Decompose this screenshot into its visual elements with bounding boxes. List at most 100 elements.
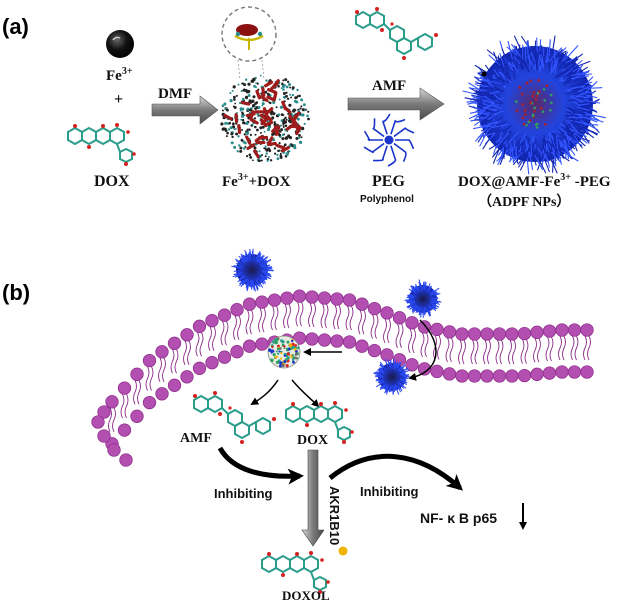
lipid-tail (512, 339, 516, 365)
np-inner-dot (540, 106, 543, 110)
peg-arm (393, 127, 415, 138)
np-peg-strand (558, 56, 569, 70)
cluster-dot (289, 344, 293, 348)
cluster-dot (286, 356, 290, 360)
lipid-tail (245, 309, 250, 335)
np-small-strand (264, 274, 272, 278)
np-peg-strand (475, 126, 488, 142)
np-small-strand (423, 281, 426, 288)
np-peg-strand (519, 154, 529, 171)
np-small-strand (374, 371, 382, 375)
np-inner-dot (536, 92, 540, 95)
np-small-strand (262, 263, 267, 266)
lipid-head-outer (567, 323, 582, 337)
aggregate-dot (254, 102, 257, 105)
aggregate-dot (231, 89, 234, 92)
np-peg-strand (541, 152, 550, 173)
np-small-strand (383, 366, 386, 370)
aggregate-dot (245, 131, 249, 135)
cluster-dot (286, 352, 290, 356)
peg-polyphenol-icon (363, 113, 415, 167)
np-inner-dot (545, 84, 549, 88)
aggregate-dot (293, 144, 297, 148)
np-small-strand (430, 290, 435, 294)
np-peg-strand (488, 54, 501, 66)
lipid-tail (370, 314, 375, 339)
np-small-strand (388, 362, 391, 368)
np-peg-strand (497, 142, 508, 156)
lipid-tail (137, 380, 141, 405)
fe-dox-aggregate (220, 74, 310, 162)
doxol-label: DOXOL (282, 588, 330, 603)
np-small-strand (427, 283, 431, 288)
aggregate-dot (264, 155, 267, 158)
np-peg-strand (562, 69, 572, 77)
np-small-strand (261, 274, 267, 279)
np-peg-strand (472, 98, 483, 105)
amf-arrow (347, 87, 445, 121)
peg-core (384, 135, 394, 145)
np-inner-dot (535, 126, 539, 129)
np-peg-strand (570, 75, 590, 80)
np-peg-strand (526, 41, 530, 59)
np-peg-strand (585, 117, 600, 133)
cluster-dot (280, 351, 283, 355)
lipid-tail (549, 336, 554, 362)
np-peg-strand (485, 110, 502, 121)
lipid-head-cap (97, 429, 111, 443)
np-peg-strand (542, 146, 546, 159)
aggregate-dox-rod (234, 113, 239, 124)
inhibiting-2-label: Inhibiting (360, 484, 419, 499)
lipid-head-inner (567, 365, 582, 379)
lipid-head-outer (530, 325, 544, 339)
np-peg-strand (549, 58, 558, 75)
aggregate-dot (285, 136, 289, 139)
np-inner-dot (515, 109, 519, 112)
aggregate-dox-rod (264, 80, 274, 88)
np-small-strand (264, 259, 271, 264)
lipid-head-cap (107, 443, 121, 457)
cluster-dot (285, 364, 289, 368)
lipid-head-outer (380, 306, 394, 320)
np-small-strand (398, 367, 403, 371)
lipid-head-inner (342, 335, 357, 349)
np-small-strand (261, 280, 265, 285)
aggregate-dox-rod (281, 100, 288, 111)
np-peg-strand (520, 134, 526, 143)
fe-dox-label: Fe3++DOX (222, 172, 291, 190)
aggregate-dot (231, 122, 235, 126)
np-peg-strand (491, 80, 501, 85)
np-inner-dot (522, 122, 526, 126)
aggregate-dot (243, 122, 246, 125)
aggregate-dot (299, 140, 303, 144)
cell-membrane (91, 289, 594, 467)
np-peg-strand (556, 50, 567, 58)
np-peg-strand (587, 90, 597, 97)
np-peg-strand (474, 113, 482, 120)
lipid-tail (437, 335, 441, 360)
aggregate-dot (246, 155, 249, 158)
lipid-tail (445, 337, 450, 363)
np-small-strand (411, 308, 416, 313)
aggregate-dot (300, 105, 303, 108)
product-label: DOX@AMF-Fe3+ -PEG (458, 172, 611, 190)
np-small-strand (253, 283, 256, 292)
np-peg-strand (487, 121, 498, 125)
np-small-strand (408, 288, 413, 292)
aggregate-dot (261, 102, 265, 106)
np-peg-strand (534, 40, 537, 55)
lipid-tail (195, 332, 200, 357)
np-small-strand (233, 270, 241, 272)
np-peg-strand (474, 64, 492, 76)
lipid-head-inner (155, 387, 169, 401)
np-inner-dot (535, 94, 539, 98)
np-peg-strand (503, 64, 516, 75)
cluster-dot (277, 352, 280, 355)
aggregate-dot (259, 131, 262, 134)
cluster-dot (291, 354, 294, 357)
aggregate-dot (300, 98, 304, 102)
aggregate-dot (231, 125, 236, 129)
lipid-tail (449, 337, 454, 363)
aggregate-dot (256, 128, 259, 132)
np-peg-strand (560, 150, 579, 162)
